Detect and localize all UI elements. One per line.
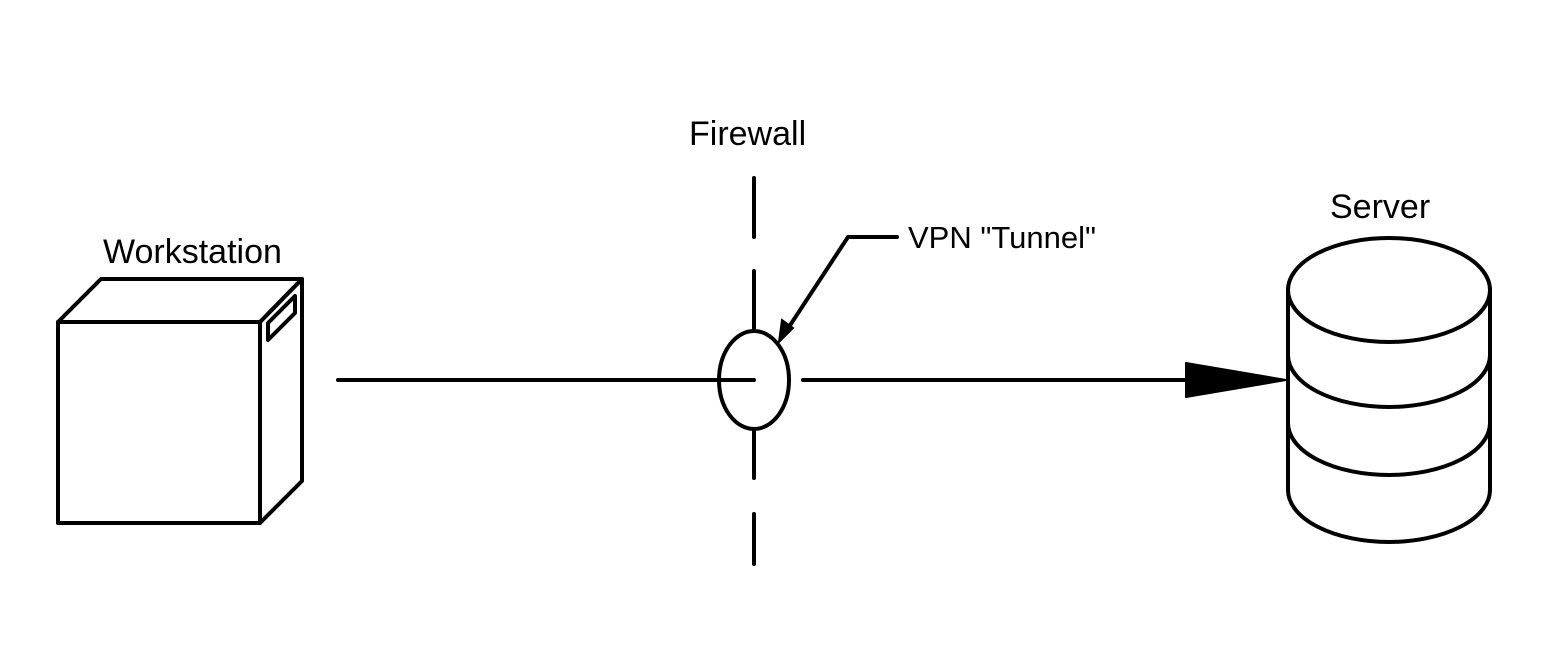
server-label: Server bbox=[1330, 188, 1430, 226]
vpn-tunnel-ellipse-icon bbox=[717, 329, 791, 431]
firewall-label: Firewall bbox=[689, 115, 806, 153]
arrowhead-icon bbox=[1185, 362, 1287, 398]
workstation-label: Workstation bbox=[103, 233, 282, 271]
vpn-tunnel-callout bbox=[777, 235, 899, 345]
vpn-tunnel-label: VPN "Tunnel" bbox=[908, 220, 1096, 255]
workstation-icon bbox=[56, 277, 304, 525]
server-icon bbox=[1286, 236, 1492, 544]
